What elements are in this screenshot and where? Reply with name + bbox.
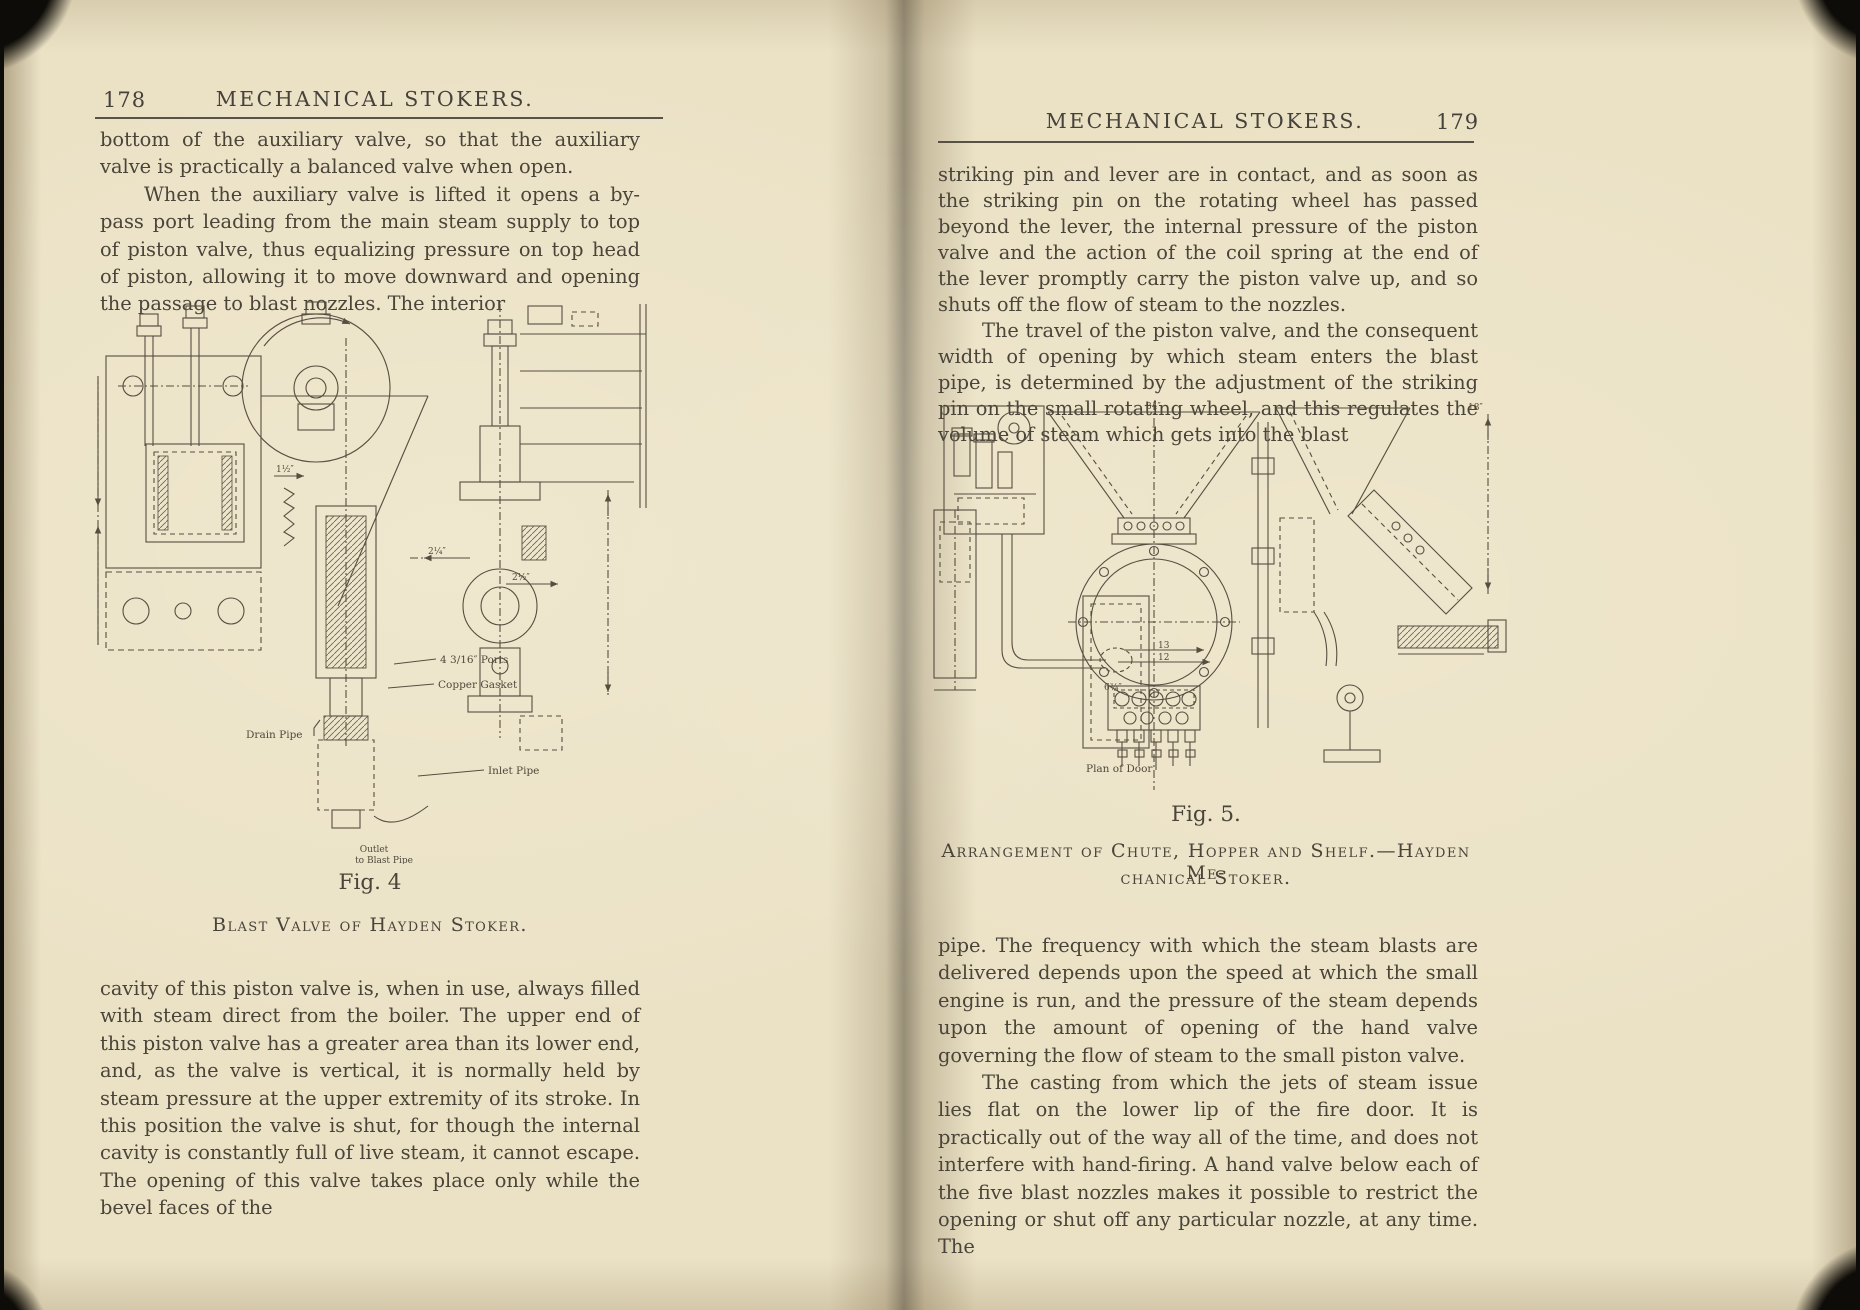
left-page-number: 178 [103,88,147,112]
fig4-dim-3: 2½″ [512,572,530,583]
fig5-drawing: 6¾″ Plan of Door 34″ [928,398,1512,800]
fig4-caption-label: Fig. 4 [338,870,402,895]
fig4-dim-1: 1½″ [276,464,294,475]
fig5-dim-4: 6¾″ [1104,682,1122,693]
right-text-bottom: pipe. The frequency with which the steam… [938,932,1478,1261]
fig4-label-outlet-2: to Blast Pipe [355,856,413,864]
left-text-bottom: cavity of this piston valve is, when in … [100,975,640,1222]
paragraph: The casting from which the jets of steam… [938,1071,1478,1259]
left-text-top: bottom of the auxiliary valve, so that t… [100,126,640,318]
paragraph: When the auxiliary valve is lifted it op… [100,182,640,316]
paragraph: The travel of the piston valve, and the … [938,319,1478,446]
paragraph: cavity of this piston valve is, when in … [100,977,640,1220]
right-text-top: striking pin and lever are in contact, a… [938,162,1478,448]
right-running-title: MECHANICAL STOKERS. [1045,109,1365,133]
fig4-label-drain-pipe: Drain Pipe [246,729,303,741]
fig4-label-inlet-pipe: Inlet Pipe [488,765,539,777]
paper-spread [4,0,1856,1310]
fig5-caption-label: Fig. 5. [1171,802,1241,827]
fig5-dim-1: 34″ [1146,402,1161,412]
fig5-caption-title-line1: Arrangement of Chute, Hopper and Shelf.—… [941,840,1471,884]
fig4-label-ports: 4 3/16″ Ports [440,654,508,666]
fig5-dim-5: 18″ [1468,403,1483,413]
paragraph: striking pin and lever are in contact, a… [938,163,1478,316]
fig5-dim-2: 13 [1158,641,1170,651]
fig4-dim-2: 2¼″ [428,546,446,557]
left-running-title: MECHANICAL STOKERS. [215,87,535,111]
paragraph: pipe. The frequency with which the steam… [938,934,1478,1067]
fig4-label-copper-gasket: Copper Gasket [438,679,518,691]
fig5-label-plan-of-door: Plan of Door [1086,763,1153,775]
paragraph: bottom of the auxiliary valve, so that t… [100,128,640,179]
left-header-rule [95,117,663,119]
fig4-label-outlet-1: Outlet [360,845,389,855]
fig4-drawing: 4 3/16″ Ports Copper Gasket Drain Pipe I… [88,276,663,868]
fig5-dim-3: 12 [1158,653,1169,663]
right-page-number: 179 [1436,110,1480,134]
fig5-caption-title-line2: chanical Stoker. [1120,867,1292,889]
fig4-caption-title: Blast Valve of Hayden Stoker. [212,914,528,936]
right-header-rule [938,141,1474,143]
